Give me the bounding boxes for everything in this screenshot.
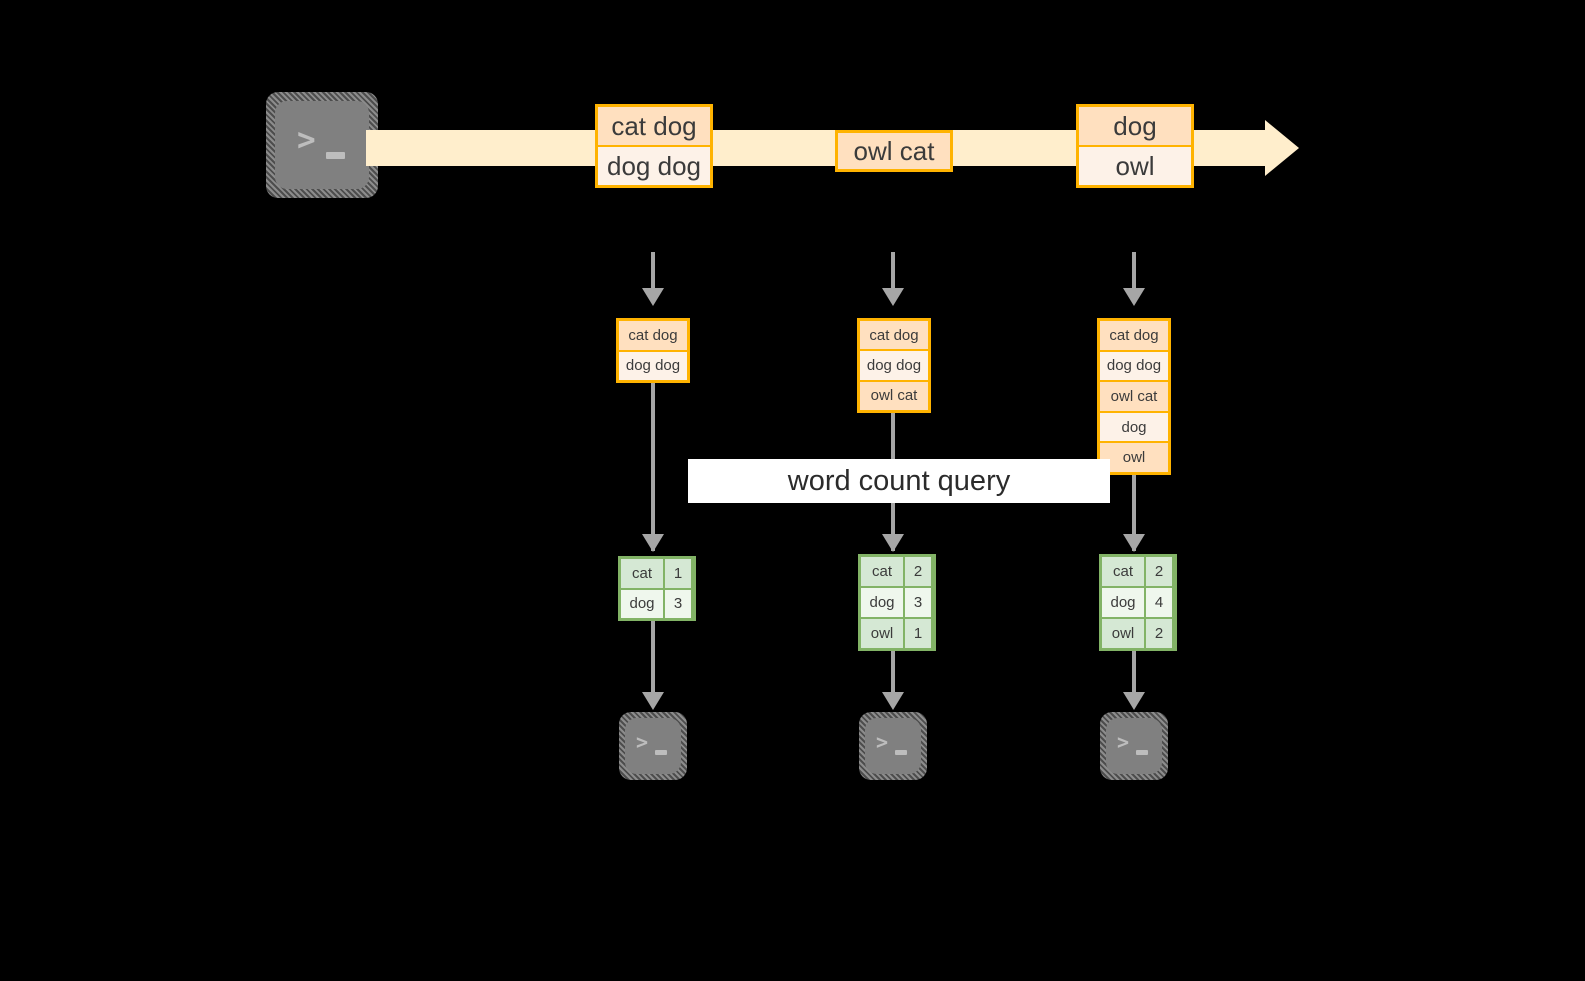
stream-to-snapshot-arrowhead-icon [1123,288,1145,306]
snapshot-row: dog dog [1100,351,1168,383]
result-count: 2 [1146,619,1172,648]
terminal-body [625,718,681,774]
snapshot-row: cat dog [619,321,687,352]
table-row: owl 2 [1102,619,1174,648]
result-count: 4 [1146,588,1172,617]
terminal-prompt-chevron-icon: > [876,730,889,754]
terminal-cursor-icon [1136,750,1148,755]
snapshot-row: dog [1100,412,1168,444]
query-arrowhead-icon [882,534,904,552]
record-cell: dog [1079,107,1191,147]
stream-to-snapshot-connector [1132,252,1136,290]
result-to-sink-connector [1132,651,1136,695]
result-word: owl [1102,619,1146,648]
snapshot-row: cat dog [1100,321,1168,352]
result-word: dog [861,588,905,617]
result-count: 1 [665,559,691,588]
table-row: dog 4 [1102,588,1174,619]
result-table[interactable]: cat 1 dog 3 [618,556,696,621]
snapshot-record-stack[interactable]: cat dog dog dog [616,318,690,383]
table-row: owl 1 [861,619,933,648]
table-row: cat 2 [861,557,933,588]
result-count: 2 [905,557,931,586]
terminal-prompt-chevron-icon: > [297,122,316,158]
record-cell: owl [1079,147,1191,185]
result-word: dog [1102,588,1146,617]
record-cell: owl cat [838,133,950,169]
stream-record[interactable]: cat dog dog dog [595,104,713,188]
terminal-cursor-icon [895,750,907,755]
result-word: dog [621,589,665,618]
snapshot-row: dog dog [860,351,928,382]
result-table[interactable]: cat 2 dog 3 owl 1 [858,554,936,651]
result-word: cat [1102,557,1146,586]
query-arrowhead-icon [1123,534,1145,552]
stream-to-snapshot-arrowhead-icon [642,288,664,306]
result-to-sink-arrowhead-icon [882,692,904,710]
snapshot-record-stack[interactable]: cat dog dog dog owl cat [857,318,931,413]
result-table[interactable]: cat 2 dog 4 owl 2 [1099,554,1177,651]
stream-to-snapshot-arrowhead-icon [882,288,904,306]
result-to-sink-arrowhead-icon [1123,692,1145,710]
sink-terminal-icon: > [619,712,687,780]
terminal-cursor-icon [655,750,667,755]
result-to-sink-connector [891,651,895,695]
table-row: cat 1 [621,559,693,590]
terminal-prompt-chevron-icon: > [636,730,649,754]
stream-to-snapshot-connector [651,252,655,290]
snapshot-row: dog dog [619,351,687,380]
stream-record[interactable]: owl cat [835,130,953,172]
query-connector [651,383,655,551]
query-label-banner: word count query [688,459,1110,503]
query-label-text: word count query [787,464,1011,497]
snapshot-row: owl cat [860,381,928,410]
source-terminal-icon: > [266,92,378,198]
sink-terminal-icon: > [859,712,927,780]
event-stream-arrowhead-icon [1265,120,1299,176]
terminal-body [275,101,369,189]
table-row: cat 2 [1102,557,1174,588]
record-cell: cat dog [598,107,710,147]
result-count: 2 [1146,557,1172,586]
result-count: 3 [665,589,691,618]
terminal-prompt-chevron-icon: > [1117,730,1130,754]
snapshot-record-stack[interactable]: cat dog dog dog owl cat dog owl [1097,318,1171,475]
result-word: cat [621,559,665,588]
table-row: dog 3 [621,589,693,618]
result-to-sink-arrowhead-icon [642,692,664,710]
stream-record[interactable]: dog owl [1076,104,1194,188]
terminal-cursor-icon [326,152,345,159]
snapshot-row: owl cat [1100,382,1168,413]
query-connector [1132,475,1136,551]
terminal-body [865,718,921,774]
sink-terminal-icon: > [1100,712,1168,780]
stream-to-snapshot-connector [891,252,895,290]
snapshot-row: cat dog [860,321,928,352]
query-arrowhead-icon [642,534,664,552]
result-word: owl [861,619,905,648]
snapshot-row: owl [1100,443,1168,472]
result-to-sink-connector [651,621,655,695]
record-cell: dog dog [598,147,710,185]
result-count: 1 [905,619,931,648]
result-word: cat [861,557,905,586]
terminal-body [1106,718,1162,774]
table-row: dog 3 [861,588,933,619]
result-count: 3 [905,588,931,617]
